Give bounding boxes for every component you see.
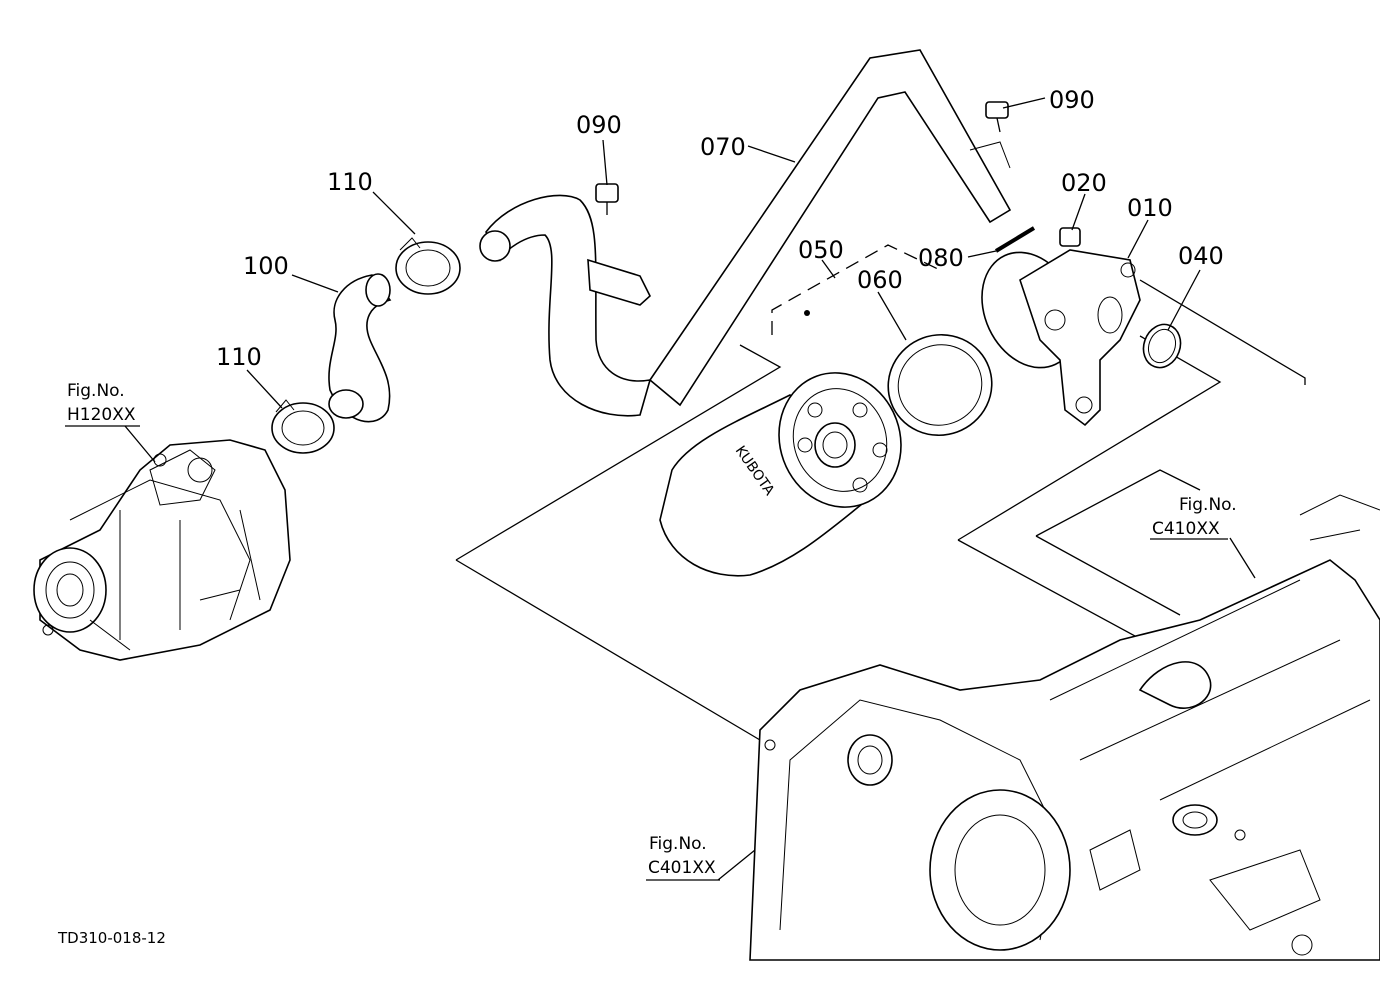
- hose-clamp-110-upper: [395, 237, 461, 295]
- figure-ref-h120-line2[interactable]: H120XX: [67, 405, 136, 425]
- label-010: 010: [1127, 194, 1173, 222]
- label-070: 070: [700, 133, 746, 161]
- bolt-020: [1059, 227, 1081, 247]
- label-050: 050: [798, 236, 844, 264]
- label-100: 100: [243, 252, 289, 280]
- hydraulic-pump: [33, 439, 291, 661]
- figure-ref-c410[interactable]: Fig.No. C410XX: [1150, 495, 1237, 540]
- figure-ref-c401[interactable]: Fig.No. C401XX: [646, 834, 720, 881]
- o-ring-040-inner: [1147, 328, 1177, 364]
- leader-lines: [124, 97, 1256, 881]
- figure-ref-c410-line1: Fig.No.: [1179, 495, 1237, 515]
- label-110-lower: 110: [216, 343, 262, 371]
- label-110-upper: 110: [327, 168, 373, 196]
- label-090-left: 090: [576, 111, 622, 139]
- label-080: 080: [918, 244, 964, 272]
- bolt-090-left: [595, 183, 619, 215]
- gasket-060: [887, 333, 993, 437]
- bolt-090-right: [985, 101, 1009, 133]
- transmission-case: [749, 494, 1380, 961]
- figure-ref-h120-line1: Fig.No.: [67, 381, 125, 401]
- o-ring-040: [1142, 323, 1182, 369]
- group-outline-lines: [455, 244, 1306, 741]
- label-090-right: 090: [1049, 86, 1095, 114]
- label-060: 060: [857, 266, 903, 294]
- drawing-code: TD310-018-12: [57, 929, 166, 947]
- figure-ref-c401-line1: Fig.No.: [649, 834, 707, 854]
- figure-ref-h120[interactable]: Fig.No. H120XX: [65, 381, 140, 427]
- figure-ref-c410-line2[interactable]: C410XX: [1152, 519, 1220, 539]
- return-pipe-070: [648, 49, 1012, 407]
- hose-clamp-110-lower: [271, 399, 335, 454]
- suction-pipe: [479, 194, 652, 417]
- oil-filter-050: KUBOTA: [659, 310, 902, 577]
- figure-ref-c401-line2[interactable]: C401XX: [648, 858, 716, 878]
- label-040: 040: [1178, 242, 1224, 270]
- label-020: 020: [1061, 169, 1107, 197]
- o-ring-080: [994, 226, 1036, 253]
- part-number-labels: 090 090 070 110 100 110 050 060 080 020 …: [216, 86, 1224, 371]
- suction-hose-100: [328, 273, 392, 423]
- filter-head-010: [981, 249, 1141, 427]
